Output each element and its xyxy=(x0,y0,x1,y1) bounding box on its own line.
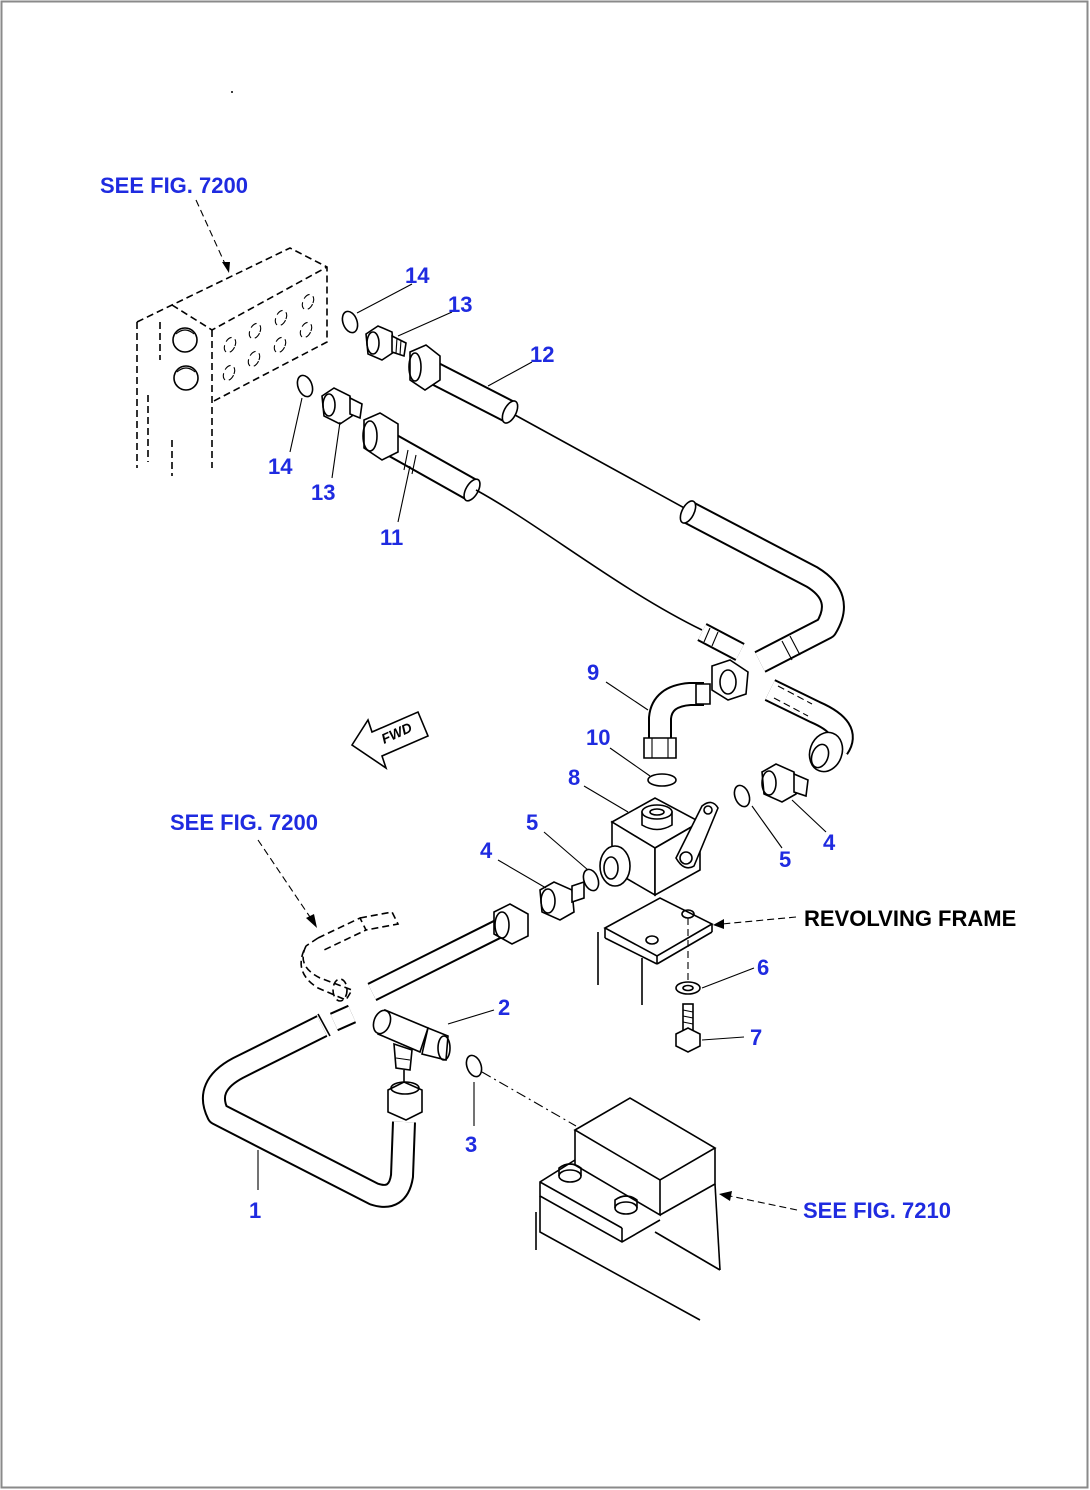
ref-label-top: SEE FIG. 7200 xyxy=(100,173,248,198)
callout-9: 9 xyxy=(587,660,599,685)
o-ring-14-lower xyxy=(296,374,314,398)
callout-5-right: 5 xyxy=(779,847,791,872)
revolving-frame-bracket xyxy=(597,897,714,1005)
tube-left xyxy=(367,903,529,1001)
fitting-13-lower xyxy=(321,387,363,425)
o-ring-3 xyxy=(465,1054,483,1078)
callout-8: 8 xyxy=(568,765,580,790)
callout-3: 3 xyxy=(465,1132,477,1157)
o-ring-3-centerline xyxy=(481,1071,577,1127)
o-ring-5-right xyxy=(733,784,751,808)
callout-13-lower: 13 xyxy=(311,480,335,505)
tee-2 xyxy=(372,1008,451,1121)
revolving-frame-label: REVOLVING FRAME xyxy=(804,906,1016,931)
callout-1: 1 xyxy=(249,1198,261,1223)
fitting-4-right xyxy=(761,763,809,803)
callout-5-left: 5 xyxy=(526,810,538,835)
valve-8 xyxy=(599,797,719,897)
speck xyxy=(231,91,233,93)
fitting-13-upper xyxy=(365,325,407,361)
callout-4-left: 4 xyxy=(480,838,493,863)
callout-11: 11 xyxy=(380,525,403,550)
pipe-1 xyxy=(202,1004,416,1208)
o-ring-10 xyxy=(647,773,677,787)
callout-7: 7 xyxy=(750,1025,762,1050)
elbow-9 xyxy=(643,682,711,759)
callout-14-upper: 14 xyxy=(405,263,430,288)
control-valve-outline xyxy=(136,247,328,476)
o-ring-14-upper xyxy=(341,310,359,334)
hose-nut-elbow xyxy=(711,659,749,701)
leader-lines xyxy=(195,199,827,1211)
washer-6 xyxy=(675,918,701,995)
callout-14-lower: 14 xyxy=(268,454,293,479)
callout-4-right: 4 xyxy=(823,830,836,855)
ref-label-bottom: SEE FIG. 7210 xyxy=(803,1198,951,1223)
callout-12: 12 xyxy=(530,342,554,367)
callout-13-upper: 13 xyxy=(448,292,472,317)
fitting-4-left xyxy=(539,880,585,921)
hose-11 xyxy=(362,412,854,773)
ref-label-middle: SEE FIG. 7200 xyxy=(170,810,318,835)
ref-elbow-outline xyxy=(300,911,400,1002)
bolt-7 xyxy=(675,1003,701,1053)
callout-10: 10 xyxy=(586,725,610,750)
callout-2: 2 xyxy=(498,995,510,1020)
callout-6: 6 xyxy=(757,955,769,980)
swivel-joint-block xyxy=(535,1097,721,1321)
hose-12 xyxy=(408,344,845,673)
